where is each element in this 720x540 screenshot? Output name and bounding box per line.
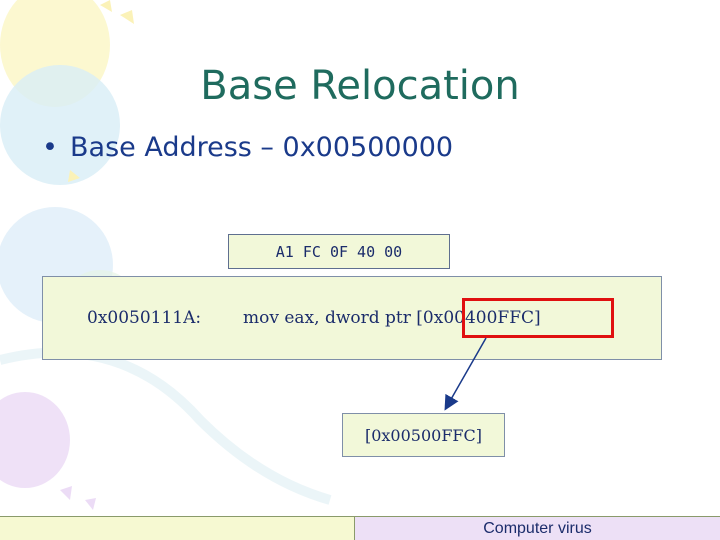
operand-highlight bbox=[462, 298, 614, 338]
bullet-marker: • bbox=[42, 132, 58, 163]
footer-right-bar: Computer virus bbox=[355, 516, 720, 540]
instruction-code: mov eax, dword ptr [0x00400FFC] bbox=[243, 308, 541, 328]
confetti-3 bbox=[68, 170, 80, 182]
confetti-5 bbox=[85, 498, 96, 510]
confetti-4 bbox=[60, 486, 72, 500]
opcode-bytes-box: A1 FC 0F 40 00 bbox=[228, 234, 450, 269]
balloon-blue-top bbox=[0, 65, 120, 185]
instruction-box: 0x0050111A: mov eax, dword ptr [0x00400F… bbox=[42, 276, 662, 360]
confetti-2 bbox=[120, 10, 134, 24]
bullet-text: Base Address – 0x00500000 bbox=[70, 132, 454, 163]
relocated-address-box: [0x00500FFC] bbox=[342, 413, 505, 457]
footer-text: Computer virus bbox=[483, 520, 592, 537]
relocated-address: [0x00500FFC] bbox=[364, 425, 483, 445]
confetti-1 bbox=[100, 0, 112, 12]
opcode-bytes: A1 FC 0F 40 00 bbox=[275, 242, 403, 261]
slide-title: Base Relocation bbox=[200, 63, 520, 109]
instruction-address: 0x0050111A: bbox=[87, 308, 202, 328]
footer-left-bar bbox=[0, 516, 355, 540]
balloon-purple bbox=[0, 392, 70, 488]
bullet-base-address: • Base Address – 0x00500000 bbox=[42, 128, 453, 168]
